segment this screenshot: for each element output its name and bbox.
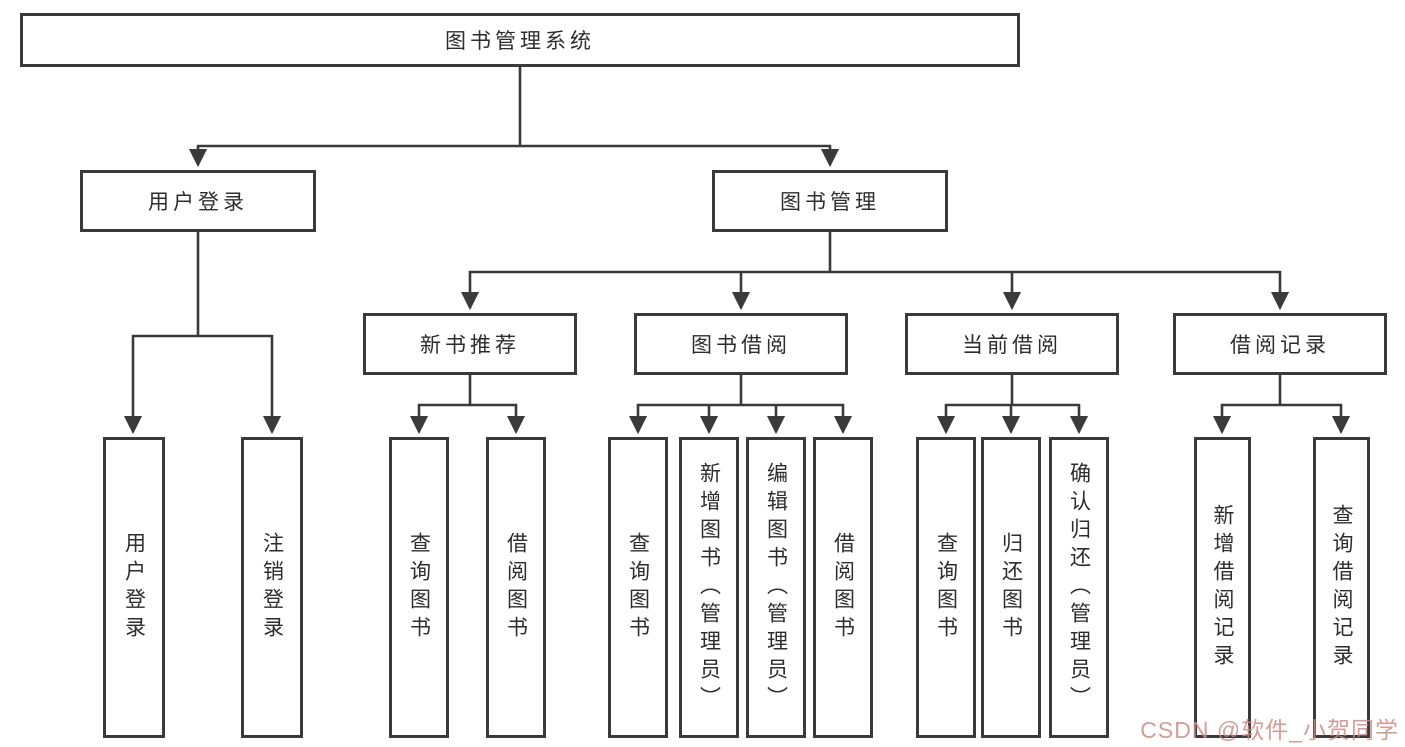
leaf-edit-books-admin: 编辑图书（管理员） <box>746 437 806 738</box>
node-book-management: 图书管理 <box>712 170 948 232</box>
leaf-confirm-return-admin: 确认归还（管理员） <box>1049 437 1109 738</box>
leaf-query-books-borrow: 查询图书 <box>608 437 668 738</box>
leaf-query-books-current: 查询图书 <box>916 437 976 738</box>
leaf-add-borrow-record: 新增借阅记录 <box>1194 437 1251 738</box>
node-library-management-system: 图书管理系统 <box>20 13 1020 67</box>
leaf-logout: 注销登录 <box>241 437 303 738</box>
leaf-user-login: 用户登录 <box>103 437 165 738</box>
node-current-borrowing: 当前借阅 <box>905 313 1119 375</box>
leaf-borrow-books: 借阅图书 <box>813 437 873 738</box>
leaf-add-books-admin: 新增图书（管理员） <box>679 437 739 738</box>
leaf-query-books-recommend: 查询图书 <box>389 437 449 738</box>
node-user-login: 用户登录 <box>80 170 316 232</box>
leaf-query-borrow-record: 查询借阅记录 <box>1313 437 1370 738</box>
leaf-return-books: 归还图书 <box>981 437 1041 738</box>
node-new-book-recommendation: 新书推荐 <box>363 313 577 375</box>
leaf-borrow-books-recommend: 借阅图书 <box>486 437 546 738</box>
node-book-borrowing: 图书借阅 <box>634 313 848 375</box>
node-borrowing-records: 借阅记录 <box>1173 313 1387 375</box>
